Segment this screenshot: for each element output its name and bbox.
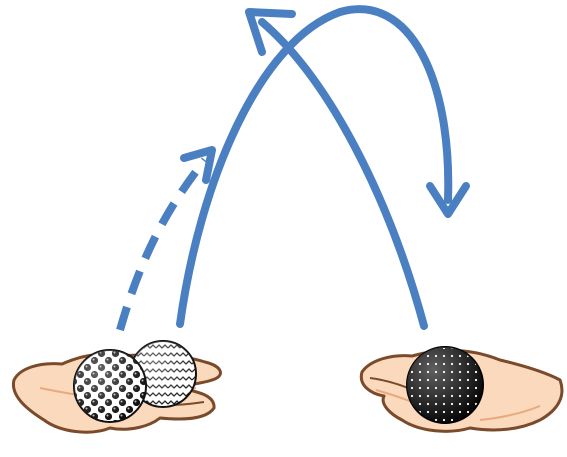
arc-arrow-left-to-right <box>180 9 466 324</box>
dotted-ball <box>407 347 483 423</box>
checkered-ball <box>74 350 146 422</box>
